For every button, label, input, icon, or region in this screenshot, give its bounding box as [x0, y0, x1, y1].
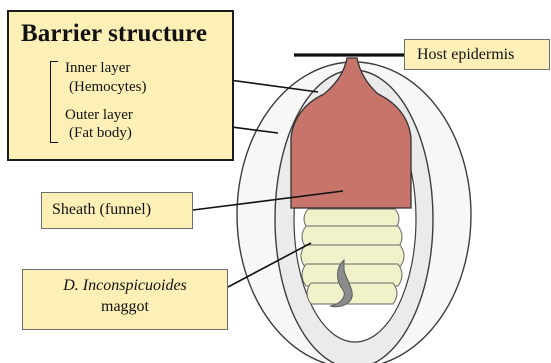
sheath-label: Sheath (funnel): [52, 201, 151, 219]
host-epidermis-label: Host epidermis: [417, 46, 514, 64]
maggot-label: maggot: [23, 298, 227, 316]
fat-body-label: (Fat body): [69, 125, 132, 142]
hemocytes-label: (Hemocytes): [69, 79, 146, 96]
sheath-label-box: Sheath (funnel): [41, 192, 193, 229]
outer-layer-label: Outer layer: [65, 107, 133, 124]
inner-layer-label: Inner layer: [65, 60, 130, 77]
maggot: [301, 209, 404, 307]
host-epidermis-label-box: Host epidermis: [404, 39, 550, 70]
barrier-structure-title: Barrier structure: [21, 20, 207, 48]
maggot-species-label: D. Inconspicuoides: [23, 277, 227, 295]
maggot-label-box: D. Inconspicuoides maggot: [22, 269, 228, 330]
barrier-structure-panel: Barrier structure Inner layer (Hemocytes…: [7, 10, 234, 161]
layer-bracket: [50, 61, 58, 143]
